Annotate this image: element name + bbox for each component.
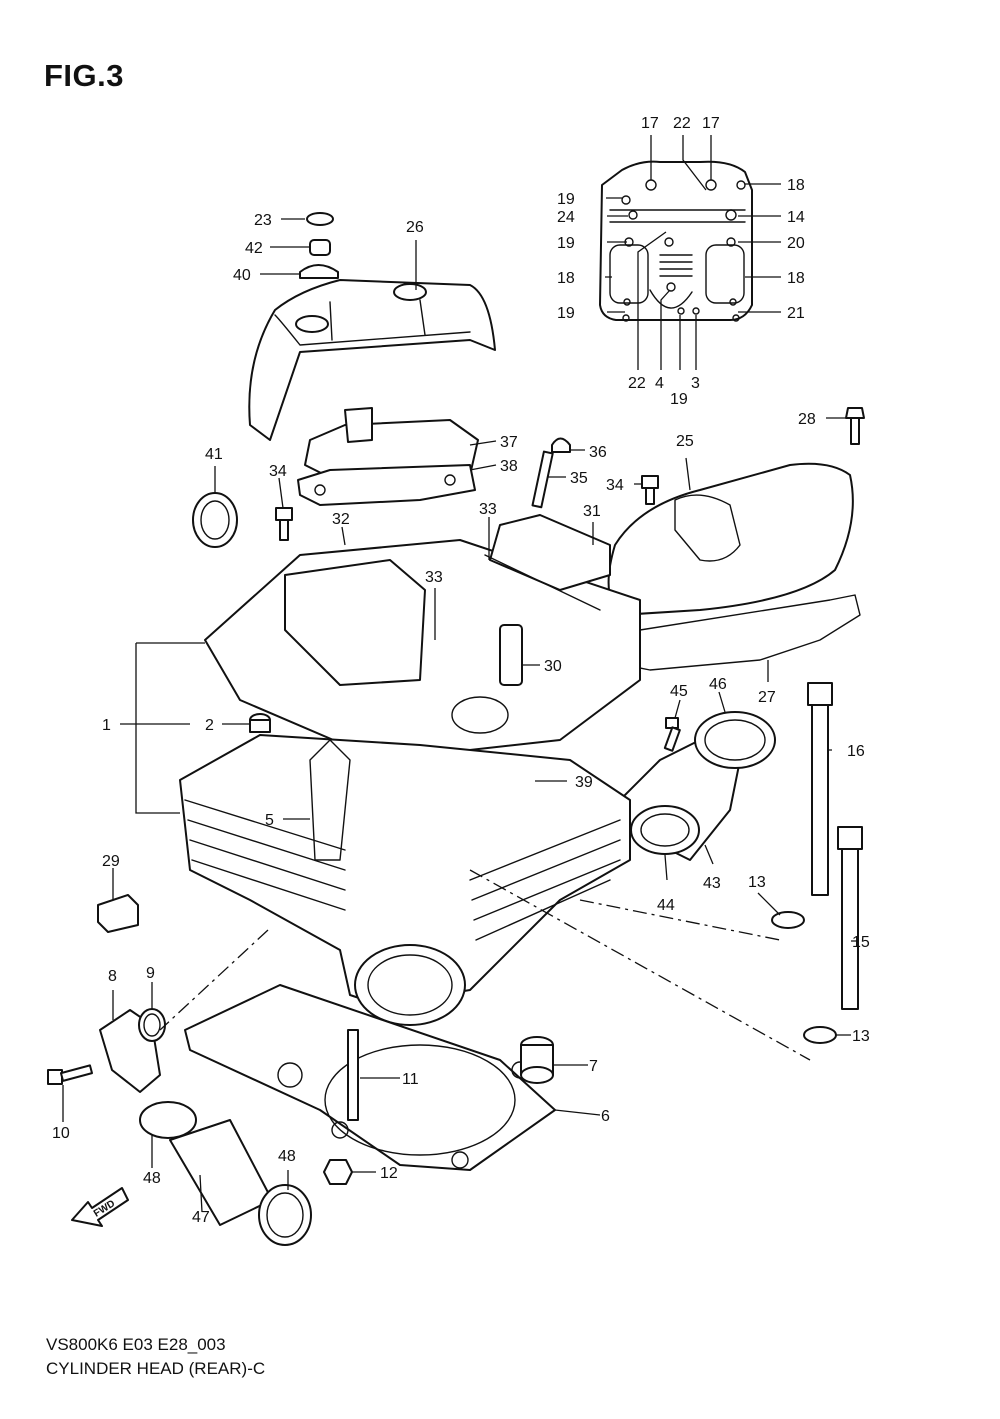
callout-27: 27	[758, 689, 776, 706]
callout-21: 21	[787, 305, 805, 322]
diagram-footer: VS800K6 E03 E28_003 CYLINDER HEAD (REAR)…	[46, 1333, 265, 1381]
callout-13b: 13	[852, 1028, 870, 1045]
callout-19d: 19	[670, 391, 688, 408]
callout-45: 45	[670, 683, 688, 700]
callout-47: 47	[192, 1209, 210, 1226]
callout-15: 15	[852, 934, 870, 951]
callout-28: 28	[798, 411, 816, 428]
figure-title: FIG.3	[44, 58, 125, 93]
callout-34b: 34	[269, 463, 287, 480]
callout-38: 38	[500, 458, 518, 475]
callout-48a: 48	[143, 1170, 161, 1187]
callout-13a: 13	[748, 874, 766, 891]
intake-parts	[192, 492, 776, 861]
callout-24: 24	[557, 209, 575, 226]
callout-18b: 18	[557, 270, 575, 287]
callout-23: 23	[254, 212, 272, 229]
callout-44: 44	[657, 897, 675, 914]
callout-17a: 17	[641, 115, 659, 132]
callout-32: 32	[332, 511, 350, 528]
callout-35: 35	[570, 470, 588, 487]
callout-46: 46	[709, 676, 727, 693]
callout-22a: 22	[673, 115, 691, 132]
callout-5: 5	[265, 812, 274, 829]
callout-18a: 18	[787, 177, 805, 194]
callout-25: 25	[676, 433, 694, 450]
head-cover-upper	[248, 212, 496, 441]
callout-11: 11	[402, 1071, 419, 1088]
callout-2: 2	[205, 717, 214, 734]
callout-33a: 33	[479, 501, 497, 518]
callout-19b: 19	[557, 235, 575, 252]
callout-43: 43	[703, 875, 721, 892]
callout-10: 10	[52, 1125, 70, 1142]
callout-22b: 22	[628, 375, 646, 392]
callout-37: 37	[500, 434, 518, 451]
callout-26: 26	[406, 219, 424, 236]
callout-7: 7	[589, 1058, 598, 1075]
callout-12: 12	[380, 1165, 398, 1182]
callout-17b: 17	[702, 115, 720, 132]
callout-14: 14	[787, 209, 805, 226]
callout-3: 3	[691, 375, 700, 392]
callout-19a: 19	[557, 191, 575, 208]
callout-6: 6	[601, 1108, 610, 1125]
callout-30: 30	[544, 658, 562, 675]
callout-48b: 48	[278, 1148, 296, 1165]
model-code: VS800K6 E03 E28_003	[46, 1335, 226, 1354]
diagram-caption: CYLINDER HEAD (REAR)-C	[46, 1359, 266, 1378]
callout-18c: 18	[787, 270, 805, 287]
callout-39: 39	[575, 774, 593, 791]
callout-9: 9	[146, 965, 155, 982]
callout-1: 1	[102, 717, 111, 734]
callout-33b: 33	[425, 569, 443, 586]
callout-34a: 34	[606, 477, 624, 494]
callout-41: 41	[205, 446, 223, 463]
callout-20: 20	[787, 235, 805, 252]
callout-31: 31	[583, 503, 601, 520]
callout-4: 4	[655, 375, 664, 392]
callout-19c: 19	[557, 305, 575, 322]
callout-29: 29	[102, 853, 120, 870]
head-cover-gasket-plate	[599, 160, 753, 322]
small-parts: FWD	[47, 407, 865, 1246]
callout-8: 8	[108, 968, 117, 985]
callout-40: 40	[233, 267, 251, 284]
breather-cover	[297, 407, 479, 506]
callout-16: 16	[847, 743, 865, 760]
callout-42: 42	[245, 240, 263, 257]
callout-numbers: 17 22 17 19 18 24 14 19 20 18 18 19 21 2…	[52, 115, 870, 1226]
cylinder-head	[179, 539, 641, 1026]
leader-lines	[62, 135, 858, 1213]
callout-36: 36	[589, 444, 607, 461]
